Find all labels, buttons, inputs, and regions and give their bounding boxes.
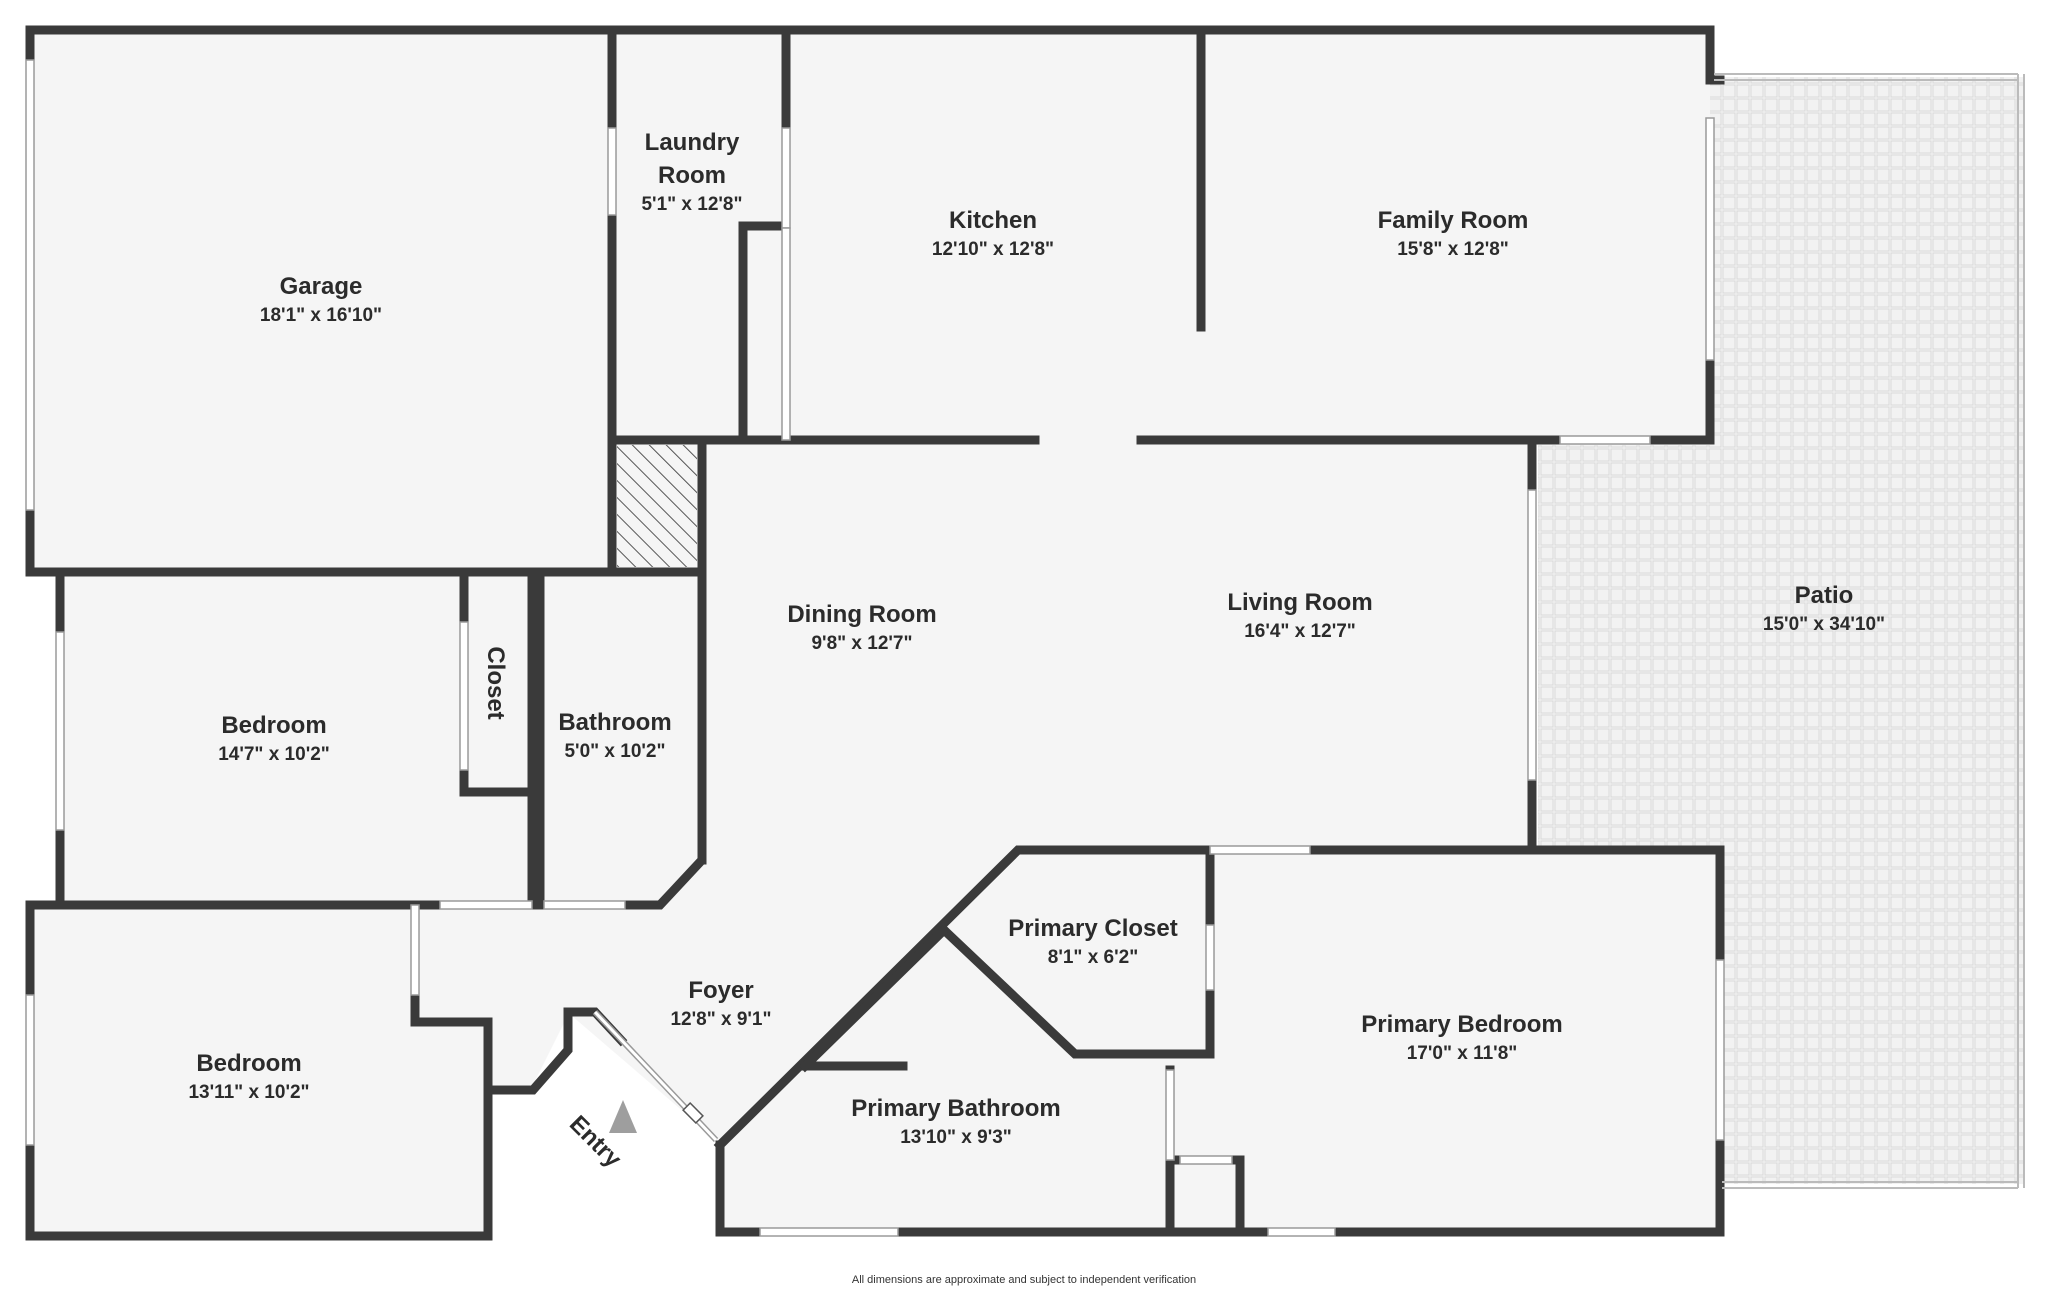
bathroom-dim: 5'0" x 10'2" <box>564 741 665 762</box>
foyer-dim: 12'8" x 9'1" <box>670 1009 771 1030</box>
interior-floor <box>30 30 1720 1236</box>
primary-bathroom-dim: 13'10" x 9'3" <box>900 1127 1012 1148</box>
primary-closet-label: Primary Closet <box>1008 915 1177 942</box>
laundry-label-2: Room <box>658 162 726 189</box>
storage-hatch <box>617 445 697 567</box>
kitchen-label: Kitchen <box>949 207 1037 234</box>
primary-bedroom-dim: 17'0" x 11'8" <box>1407 1043 1518 1064</box>
primary-closet-dim: 8'1" x 6'2" <box>1048 947 1138 968</box>
foyer-label: Foyer <box>688 977 753 1004</box>
primary-bedroom-label: Primary Bedroom <box>1361 1011 1562 1038</box>
kitchen-dim: 12'10" x 12'8" <box>932 239 1054 260</box>
laundry-dim: 5'1" x 12'8" <box>641 194 742 215</box>
dining-room-dim: 9'8" x 12'7" <box>811 633 912 654</box>
garage-label: Garage <box>280 273 363 300</box>
closet-label: Closet <box>482 646 509 719</box>
primary-bathroom-label: Primary Bathroom <box>851 1095 1060 1122</box>
laundry-label-1: Laundry <box>645 129 740 156</box>
patio-dim: 15'0" x 34'10" <box>1763 614 1885 635</box>
entry-door <box>592 1009 719 1143</box>
bedroom-1-dim: 14'7" x 10'2" <box>218 744 330 765</box>
living-room-label: Living Room <box>1227 589 1372 616</box>
living-room-dim: 16'4" x 12'7" <box>1244 621 1356 642</box>
bedroom-2-label: Bedroom <box>196 1050 301 1077</box>
dining-room-label: Dining Room <box>787 601 936 628</box>
windows <box>25 59 1725 1237</box>
dimensions-footnote: All dimensions are approximate and subje… <box>852 1274 1196 1286</box>
entry-arrow-icon <box>609 1100 637 1133</box>
family-room-dim: 15'8" x 12'8" <box>1397 239 1509 260</box>
family-room-label: Family Room <box>1378 207 1529 234</box>
patio-label: Patio <box>1795 582 1854 609</box>
bedroom-1-label: Bedroom <box>221 712 326 739</box>
bathroom-label: Bathroom <box>558 709 671 736</box>
garage-dim: 18'1" x 16'10" <box>260 305 382 326</box>
bedroom-2-dim: 13'11" x 10'2" <box>188 1082 309 1103</box>
patio-border <box>1714 73 2025 1189</box>
